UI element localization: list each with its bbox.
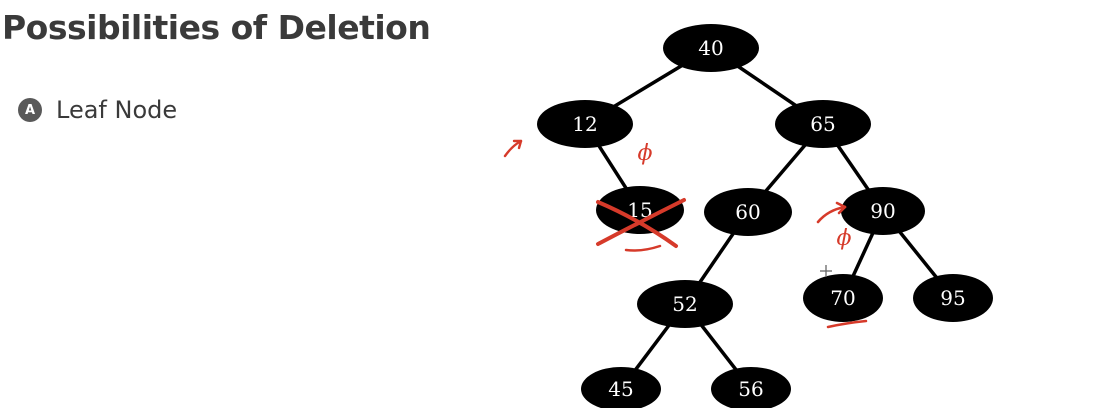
node-label: 60 <box>735 200 760 224</box>
tree-nodes: 40 12 65 15 60 90 52 70 95 45 56 <box>537 24 993 408</box>
delete-cross-line-2 <box>596 198 686 246</box>
node-label: 52 <box>672 292 697 316</box>
bullet-text: Leaf Node <box>56 96 178 124</box>
node-ellipse <box>704 188 792 236</box>
node-ellipse <box>596 186 684 234</box>
node-label: 12 <box>572 112 597 136</box>
bullet-leaf-node: A Leaf Node <box>18 96 177 124</box>
node-label: 70 <box>830 286 855 310</box>
arrow-head-right <box>835 201 847 215</box>
tree-node-70: 70 <box>803 274 883 322</box>
tree-node-65: 65 <box>775 100 871 148</box>
node-ellipse <box>581 367 661 408</box>
node-label: 90 <box>870 199 895 223</box>
phi-mark-left: ϕ <box>638 141 653 166</box>
tree-node-52: 52 <box>637 280 733 328</box>
page-title: Possibilities of Deletion <box>2 8 431 47</box>
underline-15 <box>624 244 662 252</box>
node-label: 45 <box>608 377 633 401</box>
phi-mark-right: ϕ <box>837 226 852 251</box>
node-ellipse <box>841 187 925 235</box>
node-ellipse <box>913 274 993 322</box>
node-ellipse <box>537 100 633 148</box>
node-ellipse <box>711 367 791 408</box>
tree-node-40: 40 <box>663 24 759 72</box>
cursor-crosshair-icon <box>820 265 832 277</box>
node-label: 56 <box>738 377 763 401</box>
tree-node-12: 12 <box>537 100 633 148</box>
node-label: 95 <box>940 286 965 310</box>
underline-70 <box>826 319 868 329</box>
bullet-badge: A <box>18 98 42 122</box>
node-ellipse <box>775 100 871 148</box>
node-ellipse <box>637 280 733 328</box>
tree-node-56: 56 <box>711 367 791 408</box>
arrow-mark-right <box>816 205 847 224</box>
arrow-head-left <box>512 139 523 150</box>
node-label: 65 <box>810 112 835 136</box>
tree-node-45: 45 <box>581 367 661 408</box>
node-label: 40 <box>698 36 723 60</box>
node-ellipse <box>803 274 883 322</box>
tree-node-15: 15 <box>596 186 684 234</box>
node-ellipse <box>663 24 759 72</box>
red-annotations: ϕ ϕ <box>503 139 868 329</box>
tree-node-90: 90 <box>841 187 925 235</box>
tree-node-95: 95 <box>913 274 993 322</box>
tree-node-60: 60 <box>704 188 792 236</box>
